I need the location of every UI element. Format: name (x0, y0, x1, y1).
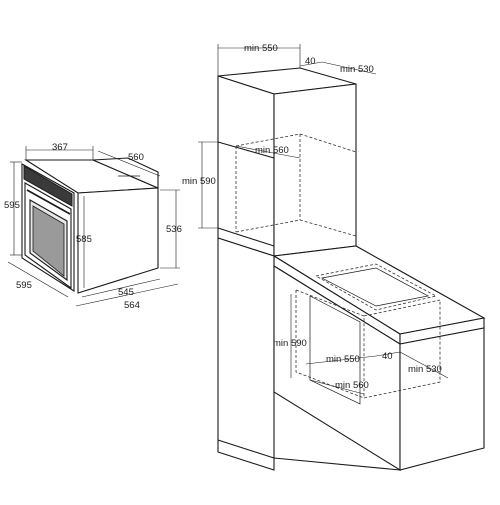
tall-cabinet-side (273, 83, 357, 257)
dim-line-min560-base (309, 379, 365, 395)
base-niche-left (295, 290, 365, 399)
dim-line-595-w (7, 261, 69, 298)
oven-control-strip (23, 165, 73, 207)
label-min530-top: min 530 (340, 64, 374, 75)
label-min530-base: min 530 (408, 364, 442, 375)
niche-dash-bottom (235, 219, 357, 237)
plinth-line-left (217, 439, 275, 459)
label-536: 536 (166, 224, 182, 235)
hob-inner (320, 267, 430, 307)
plinth-line (273, 457, 401, 471)
dim-line-560 (97, 150, 161, 177)
base-side (399, 327, 485, 471)
label-595-width: 595 (16, 280, 32, 291)
label-min550-base: min 550 (326, 354, 360, 365)
label-min560-base: min 560 (335, 380, 369, 391)
base-niche-back (363, 299, 441, 317)
hob-cutout (314, 263, 438, 311)
label-367: 367 (52, 142, 68, 153)
label-585: 585 (76, 234, 92, 245)
base-cabinet-dimensions: min 590 min 550 40 min 560 min 530 (273, 294, 449, 395)
dim-line-545 (81, 278, 161, 298)
dim-line-min530-base (399, 351, 449, 379)
base-niche-bottom (363, 300, 441, 399)
label-min560-top: min 560 (255, 145, 289, 156)
label-40-base: 40 (382, 351, 393, 362)
label-min590-top: min 590 (182, 176, 216, 187)
oven-glass (32, 205, 65, 277)
dim-line-min530-top (321, 61, 377, 75)
tall-cabinet-front (217, 75, 275, 257)
dim-line-min550-base (305, 355, 377, 365)
cabinet-drawing (217, 67, 486, 471)
label-min550-top: min 550 (244, 43, 278, 54)
label-564: 564 (124, 300, 140, 311)
dim-line-40-top (299, 61, 323, 67)
label-545: 545 (118, 287, 134, 298)
niche-bottom-edge (217, 227, 275, 247)
label-40-top: 40 (305, 56, 316, 67)
dim-line-40-base (375, 351, 401, 357)
tall-cabinet-dimensions: min 550 40 min 530 min 560 min 590 (182, 43, 377, 229)
label-595-height: 595 (4, 200, 20, 211)
oven-side-face (77, 187, 159, 294)
oven-handle (26, 189, 71, 215)
dim-line-564 (75, 283, 179, 307)
base-left-front (217, 237, 275, 471)
niche-top-edge (217, 141, 275, 159)
base-niche-opening (309, 295, 361, 405)
dim-line-min560-top (235, 145, 301, 159)
oven-drawing: 367 560 595 585 536 595 545 564 (4, 142, 182, 311)
label-min590-base: min 590 (273, 338, 307, 349)
label-560: 560 (128, 152, 144, 163)
